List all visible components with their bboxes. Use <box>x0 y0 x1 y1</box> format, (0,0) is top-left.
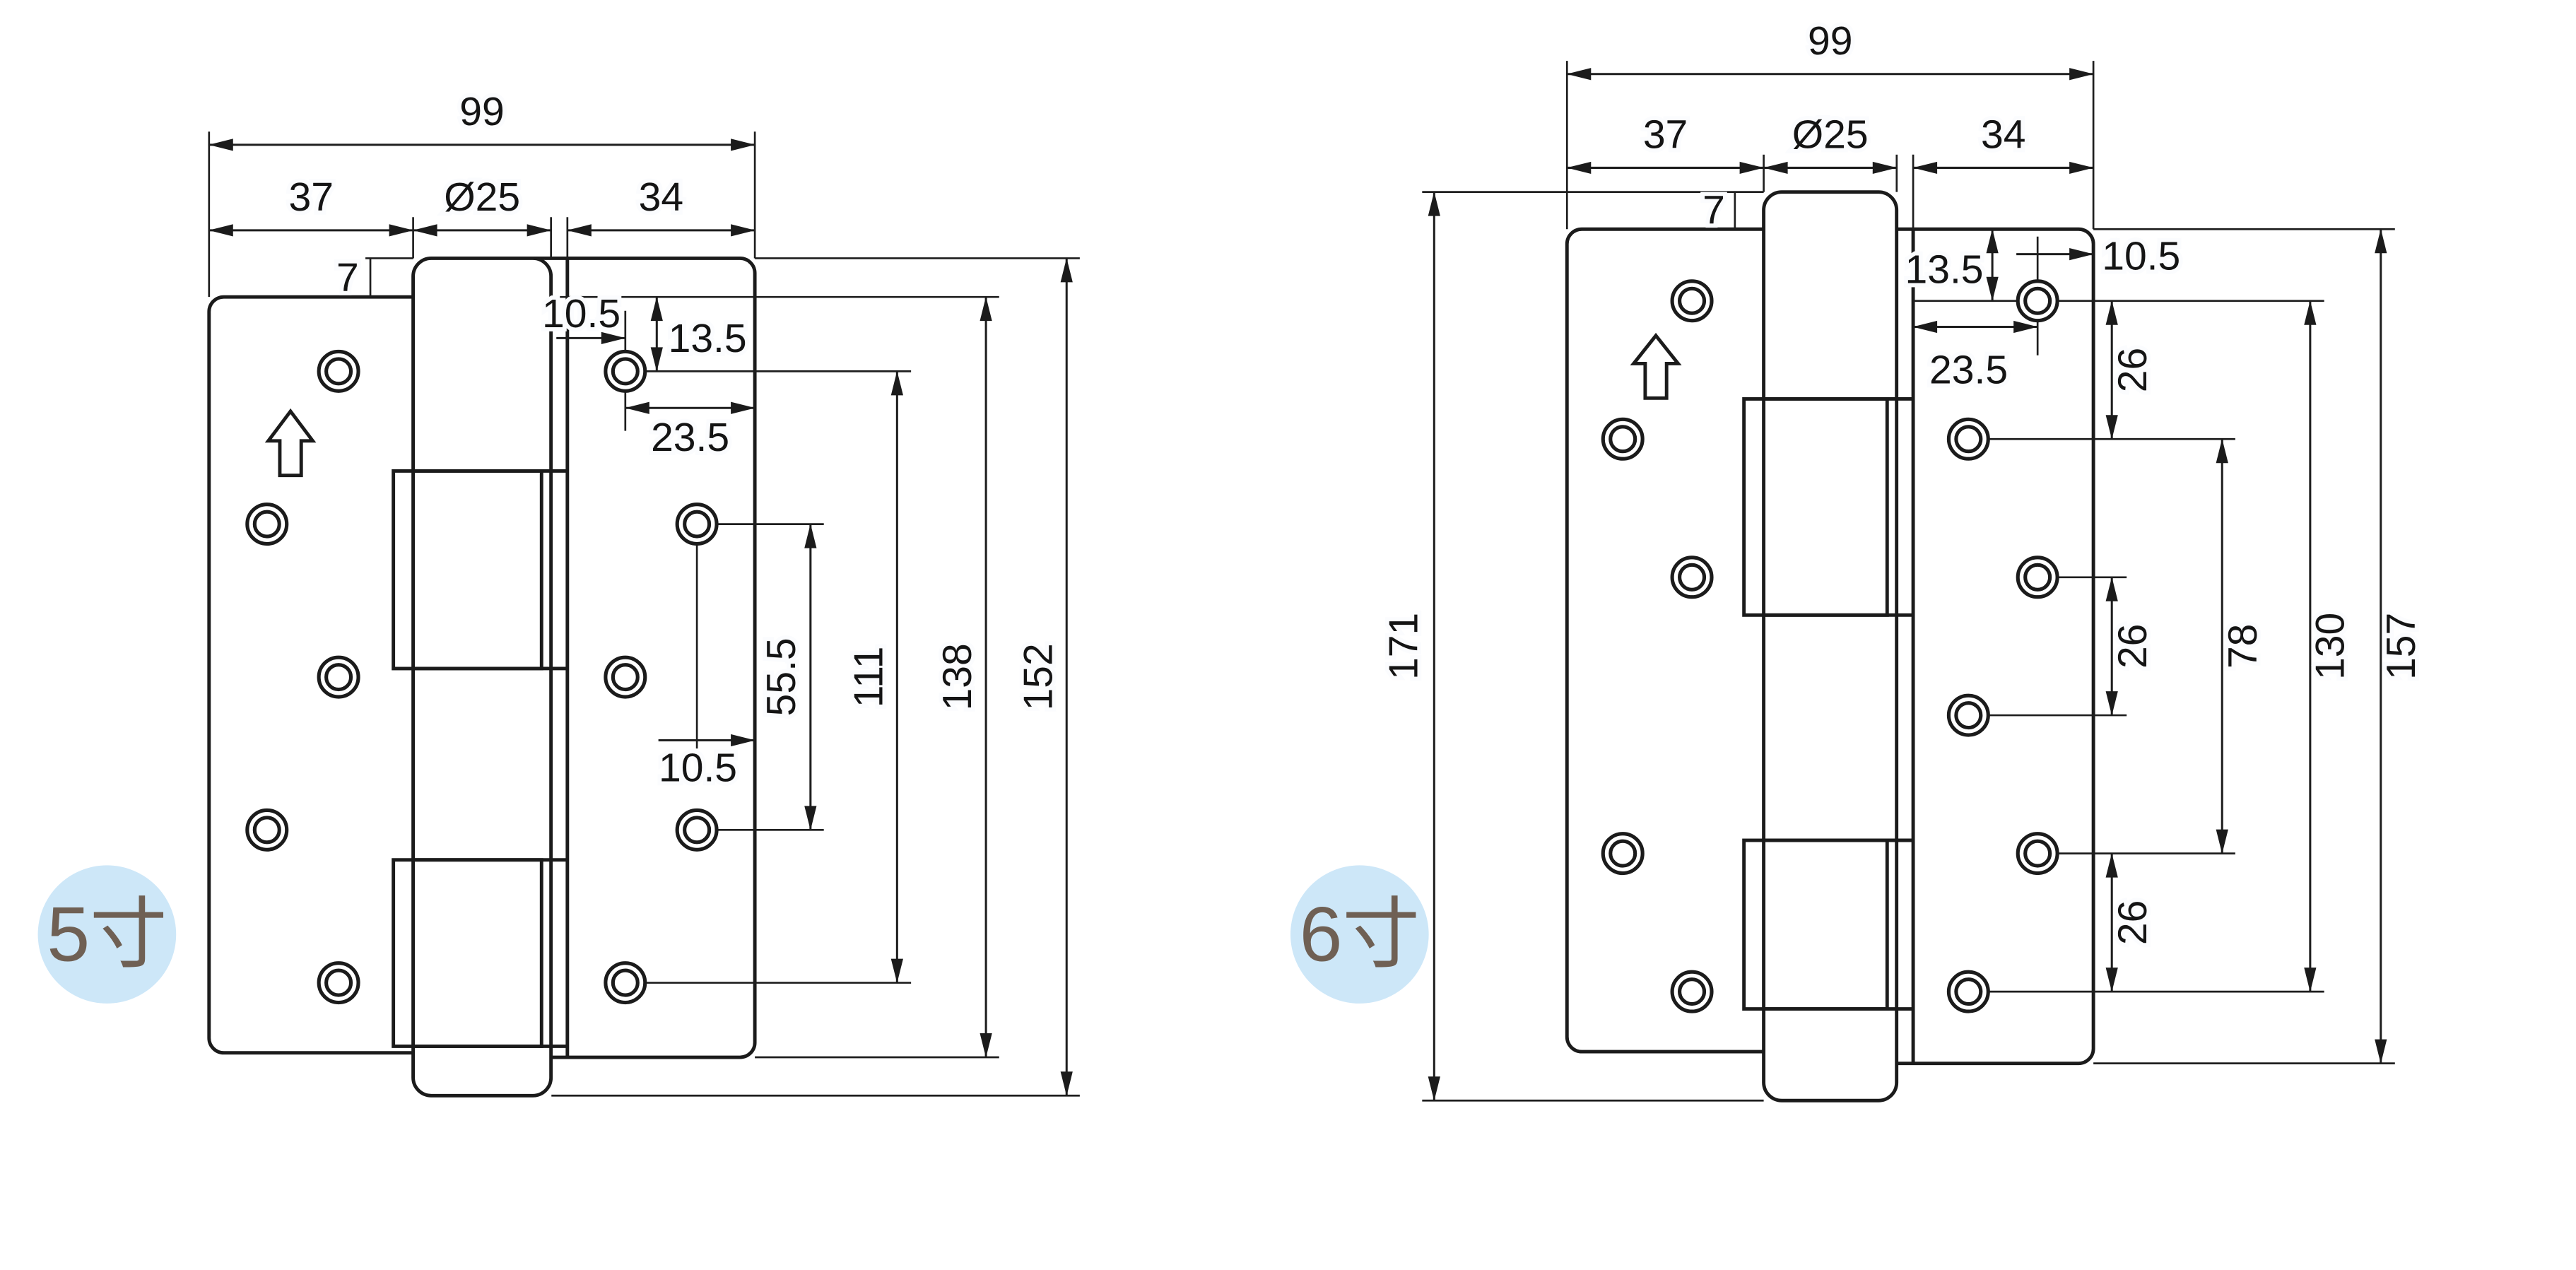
screw-hole <box>317 961 360 1005</box>
dim-6in-leaf-offset: 7 <box>1702 188 1725 233</box>
screw-hole <box>1670 555 1714 599</box>
screw-hole <box>604 961 647 1005</box>
front-leaf-screw-holes <box>245 349 360 1005</box>
dim-6in-rear-leaf-height: 157 <box>2379 613 2424 680</box>
screw-hole <box>317 349 360 393</box>
screw-hole <box>675 502 719 546</box>
dim-5in-hole-span-4: 111 <box>846 647 891 708</box>
screw-hole <box>675 808 719 852</box>
dim-6in-rear-leaf-width: 34 <box>1981 112 2025 158</box>
rear-leaf-screw-holes <box>1946 279 2059 1013</box>
dim-5in-front-leaf-width: 37 <box>288 175 333 220</box>
orientation-up-arrow-icon <box>264 408 317 478</box>
reference-lines <box>1422 61 2395 1102</box>
barrel <box>1762 190 1899 1103</box>
dim-5in-hole-span-2: 55.5 <box>759 637 804 716</box>
dim-6in-hole-span-3: 78 <box>2221 624 2266 669</box>
dim-6in-hole1-offset-y: 13.5 <box>1905 247 1984 292</box>
dim-6in-hole1-offset-x: 10.5 <box>2102 234 2180 279</box>
barrel <box>411 257 553 1098</box>
dim-6in-hole-gap-middle: 26 <box>2110 624 2156 669</box>
screw-hole <box>1601 832 1645 876</box>
dim-5in-hole2-offset-x: 10.5 <box>659 746 737 791</box>
dim-6in-barrel-height: 171 <box>1381 613 1426 680</box>
dimension-lines <box>208 139 1073 1096</box>
dim-5in-rear-leaf-width: 34 <box>639 175 683 220</box>
dim-6in-overall-width: 99 <box>1808 18 1852 64</box>
dim-5in-hole1-edge-distance: 23.5 <box>651 415 729 460</box>
screw-hole-crosshair <box>604 349 647 393</box>
badge-circle <box>37 865 177 1004</box>
screw-hole <box>317 655 360 699</box>
screw-hole <box>1946 693 1990 737</box>
size-badge-5in: 5寸 <box>37 865 177 1004</box>
screw-hole <box>1946 417 1990 461</box>
screw-hole-crosshair <box>2016 279 2059 323</box>
dim-5in-barrel-diameter: Ø25 <box>444 175 520 220</box>
badge-label: 5寸 <box>47 891 167 977</box>
dim-6in-hole-gap-top: 26 <box>2110 348 2156 392</box>
reference-lines <box>208 131 1080 1097</box>
dim-6in-barrel-diameter: Ø25 <box>1792 112 1869 158</box>
badge-label: 6寸 <box>1300 891 1420 977</box>
rear-leaf-screw-holes <box>604 349 719 1005</box>
screw-hole <box>1601 417 1645 461</box>
dim-6in-hole-gap-bottom: 26 <box>2110 900 2156 945</box>
dim-5in-rear-leaf-height: 138 <box>935 643 980 710</box>
screw-hole <box>245 808 289 852</box>
knuckle-lines <box>392 469 567 1048</box>
screw-hole <box>2016 832 2059 876</box>
badge-circle <box>1290 865 1429 1004</box>
front-leaf-screw-holes <box>1601 279 1714 1013</box>
dim-5in-leaf-offset: 7 <box>336 255 359 300</box>
dimension-lines <box>1428 68 2387 1101</box>
dim-5in-overall-width: 99 <box>459 89 504 134</box>
dim-6in-hole1-edge-distance: 23.5 <box>1929 347 2008 392</box>
screw-hole <box>2016 555 2059 599</box>
screw-hole <box>1670 970 1714 1013</box>
screw-hole <box>1670 279 1714 323</box>
screw-hole <box>1946 970 1990 1013</box>
dim-5in-barrel-height: 152 <box>1016 643 1061 710</box>
dim-6in-front-leaf-width: 37 <box>1643 112 1688 158</box>
hinge-6in-drawing: 99 37 Ø25 34 7 13.5 10.5 23.5 26 26 26 7… <box>1290 14 2428 1103</box>
dim-5in-hole1-offset-y: 13.5 <box>669 316 747 361</box>
screw-hole <box>245 502 289 546</box>
dim-5in-hole1-offset-x: 10.5 <box>542 291 621 336</box>
hinge-5in-drawing: 99 37 Ø25 34 7 10.5 13.5 23.5 10.5 55.5 … <box>37 85 1080 1098</box>
dim-6in-hole-span-5: 130 <box>2308 613 2353 680</box>
orientation-up-arrow-icon <box>1630 332 1682 400</box>
size-badge-6in: 6寸 <box>1290 865 1429 1004</box>
knuckle-lines <box>1742 397 1914 1011</box>
screw-hole <box>604 655 647 699</box>
